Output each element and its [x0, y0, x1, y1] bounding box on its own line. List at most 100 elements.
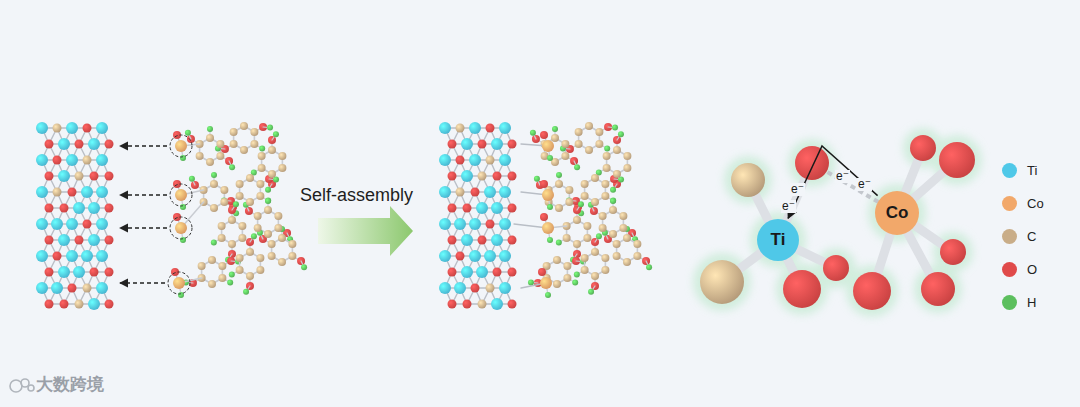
atom: [173, 277, 185, 289]
atom: [264, 206, 272, 214]
legend-swatch: [1002, 196, 1017, 211]
atom: [610, 187, 616, 193]
atom: [256, 266, 264, 274]
legend-text: C: [1027, 229, 1036, 244]
atom: [553, 280, 561, 288]
atom: [461, 266, 473, 278]
atom-circle-shape: [875, 191, 919, 235]
process-arrow: [318, 206, 413, 256]
atom: [613, 170, 621, 178]
atom: [58, 234, 70, 246]
atom: [265, 198, 271, 204]
atom: [601, 254, 609, 262]
atom: [258, 152, 266, 160]
atom: [603, 152, 611, 160]
logo-ring: [21, 379, 29, 387]
atom: [601, 180, 609, 188]
atom: [461, 170, 473, 182]
atom: [469, 218, 481, 230]
atom: [508, 300, 517, 309]
atom: [581, 254, 589, 262]
atom: [478, 140, 487, 149]
atom: [603, 164, 611, 172]
atom: [236, 192, 244, 200]
atom: [471, 188, 480, 197]
electron-label: e⁻: [857, 178, 872, 191]
atom: [591, 248, 599, 256]
atom: [484, 186, 496, 198]
atom: [236, 266, 244, 274]
atom: [563, 262, 571, 270]
atom: [259, 146, 265, 152]
atom: [274, 212, 282, 220]
atom: [540, 131, 548, 139]
atom: [700, 260, 744, 304]
atom: [250, 140, 258, 148]
atom: [96, 154, 108, 166]
atom: [555, 204, 563, 212]
atom: [439, 250, 451, 262]
atom: [547, 237, 553, 243]
atom: [623, 258, 631, 266]
atom: [36, 282, 48, 294]
atom: [471, 284, 480, 293]
dashed-arrow: [120, 194, 167, 195]
atom: [208, 256, 216, 264]
organic-layer: [171, 122, 307, 298]
atom: [439, 122, 451, 134]
atom: [96, 186, 108, 198]
atom: [573, 240, 581, 248]
atom: [454, 218, 466, 230]
atom: [581, 192, 589, 200]
legend-text: Ti: [1027, 163, 1037, 178]
atom: [486, 124, 495, 133]
legend-row: Ti: [1002, 163, 1037, 178]
atom: [175, 222, 187, 234]
atom: [211, 172, 217, 178]
atom: [75, 300, 84, 309]
atom: [227, 280, 233, 286]
atom: [619, 212, 627, 220]
atom: [499, 122, 511, 134]
atom: [185, 130, 191, 136]
atom: [256, 254, 264, 262]
atom: [499, 186, 511, 198]
atom: [90, 172, 99, 181]
atom: [601, 266, 609, 274]
atom: [228, 240, 236, 248]
atom: [439, 282, 451, 294]
atom: [623, 152, 631, 160]
atom: [53, 252, 62, 261]
glow-halo: [914, 265, 962, 313]
atom: [540, 180, 548, 188]
atom: [530, 130, 536, 136]
legend-text: O: [1027, 262, 1037, 277]
atom: [540, 277, 552, 289]
atom: [288, 252, 296, 260]
atom: [545, 292, 551, 298]
atom: [246, 198, 254, 206]
atom: [508, 140, 517, 149]
atom: [476, 266, 488, 278]
atom: [278, 152, 286, 160]
atom: [75, 236, 84, 245]
atom: [448, 204, 457, 213]
atom: [45, 204, 54, 213]
atom: [469, 122, 481, 134]
atom: [73, 266, 85, 278]
watermark-logo: [10, 379, 34, 392]
atom: [484, 250, 496, 262]
atom: [233, 201, 239, 207]
atom: [83, 156, 92, 165]
atom: [83, 220, 92, 229]
atom: [565, 198, 573, 206]
atom: [456, 252, 465, 261]
atom: [476, 202, 488, 214]
atom: [83, 284, 92, 293]
atom: [175, 140, 187, 152]
electron-label: e⁻: [835, 170, 850, 183]
atom: [478, 172, 487, 181]
atom: [461, 138, 473, 150]
atom: [585, 146, 593, 154]
atom: [448, 236, 457, 245]
